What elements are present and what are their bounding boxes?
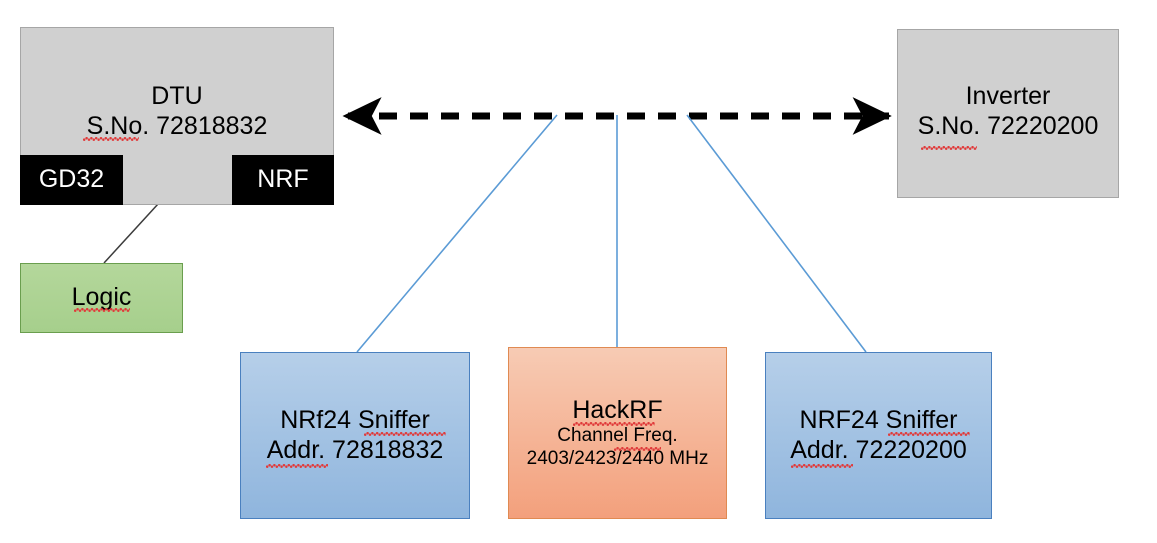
sniffer-right-tap-line — [686, 114, 867, 353]
sniffer-left-addr: Addr. 72818832 — [266, 435, 444, 464]
hackrf-title: HackRF — [572, 395, 663, 424]
sniffer-left-title: NRf24 Sniffer — [280, 406, 430, 434]
sniffer-right-addr: Addr. 72220200 — [790, 435, 967, 464]
inverter-serial: S.No. 72220200 — [917, 111, 1099, 140]
nrf24-sniffer-right-node[interactable]: NRF24 Sniffer Addr. 72220200 — [765, 352, 992, 519]
inverter-title: Inverter — [965, 82, 1051, 110]
logic-label: Logic — [71, 283, 132, 312]
nrf-label: NRF — [257, 165, 309, 194]
sniffer-left-tap-line — [356, 114, 558, 353]
nrf24-sniffer-left-node[interactable]: NRf24 Sniffer Addr. 72818832 — [240, 352, 470, 519]
inverter-node[interactable]: Inverter S.No. 72220200 — [897, 29, 1119, 198]
hackrf-node[interactable]: HackRF Channel Freq. 2403/2423/2440 MHz — [508, 347, 727, 519]
gd32-label: GD32 — [38, 165, 105, 194]
hackrf-channel-label: Channel Freq. — [557, 425, 678, 447]
nrf-chip-node[interactable]: NRF — [232, 155, 334, 205]
hackrf-frequencies: 2403/2423/2440 MHz — [526, 447, 709, 469]
sniffer-right-title: NRF24 Sniffer — [799, 406, 958, 434]
dtu-title: DTU — [151, 82, 203, 110]
logic-analyzer-node[interactable]: Logic — [20, 263, 183, 333]
gd32-chip-node[interactable]: GD32 — [20, 155, 123, 205]
dtu-serial: S.No. 72818832 — [86, 111, 268, 140]
